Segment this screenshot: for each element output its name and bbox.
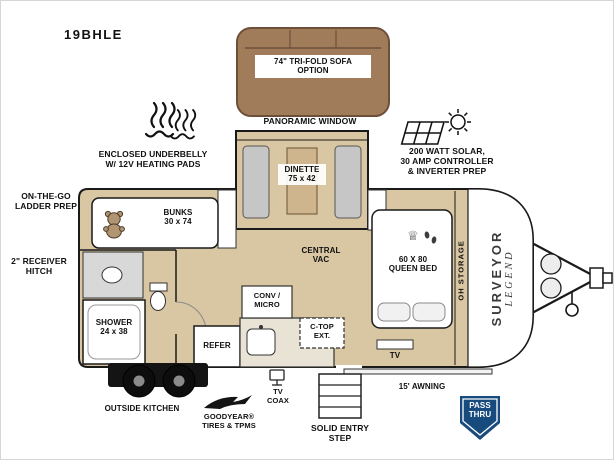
tires-line2: TIRES & TPMS — [202, 420, 256, 430]
solar-line2: 30 AMP CONTROLLER — [400, 156, 494, 167]
tv-coax-line1: TV — [273, 387, 283, 396]
pass-thru-line2: THRU — [468, 410, 492, 420]
outside-kitchen-label: OUTSIDE KITCHEN — [104, 404, 180, 413]
pillow — [412, 302, 446, 322]
entry-step-label: SOLID ENTRY STEP — [310, 423, 370, 443]
countertop-extension — [299, 317, 345, 349]
central-vac-line2: VAC — [312, 255, 330, 265]
propane-tank-icon — [540, 253, 562, 275]
crown-icon: ♕ — [407, 228, 419, 243]
conv-micro-label: CONV / MICRO — [245, 291, 289, 310]
ladder-prep-label: ON-THE-GO LADDER PREP — [10, 191, 82, 211]
solar-line3: & INVERTER PREP — [407, 166, 487, 177]
jack-wheel-icon — [565, 303, 579, 317]
pass-thru-line1: PASS — [469, 401, 491, 410]
queen-bed-line2: QUEEN BED — [388, 264, 438, 274]
front-cap — [467, 188, 534, 368]
receiver-stub — [602, 272, 613, 284]
wheels — [108, 363, 208, 398]
underbelly-label: ENCLOSED UNDERBELLY W/ 12V HEATING PADS — [94, 149, 212, 169]
receiver-hitch-label: 2" RECEIVER HITCH — [6, 256, 72, 276]
sofa-option-line1: 74" TRI-FOLD SOFA — [274, 57, 352, 66]
solar-line1: 200 WATT SOLAR, — [409, 146, 485, 156]
oh-storage-label: OH STORAGE — [456, 240, 466, 301]
central-vac-line1: CENTRAL — [301, 246, 341, 255]
faucet-icon — [259, 325, 263, 329]
heating-pads-icon — [144, 101, 197, 140]
solar-panel-icon — [400, 121, 446, 145]
propane-tank-icon — [540, 277, 562, 299]
model-number: 19BHLE — [64, 27, 123, 42]
toilet-bowl-icon — [150, 291, 166, 311]
bunks-line2: 30 x 74 — [164, 217, 192, 227]
shower-label: SHOWER 24 x 38 — [93, 318, 135, 337]
pass-thru-label: PASS THRU — [461, 401, 499, 420]
queen-bed-label: 60 X 80 QUEEN BED — [385, 255, 441, 274]
queen-bed-line1: 60 X 80 — [398, 255, 428, 264]
receiver-hitch-line1: 2" RECEIVER — [11, 256, 67, 266]
tv-coax-label: TV COAX — [258, 387, 298, 406]
ladder-prep-line2: LADDER PREP — [14, 201, 78, 212]
footprints-icon — [424, 231, 437, 244]
dinette-line2: 75 x 42 — [288, 174, 316, 184]
shower-line1: SHOWER — [95, 318, 133, 327]
pillow — [377, 302, 411, 322]
awning-label: 15' AWNING — [398, 382, 446, 391]
teddy-bear-icon — [103, 210, 125, 239]
sofa-option-label: 74" TRI-FOLD SOFA OPTION — [255, 55, 371, 78]
receiver-hitch-line2: HITCH — [25, 266, 53, 277]
awning-bar — [343, 368, 493, 375]
tires-label: GOODYEAR® TIRES & TPMS — [198, 412, 260, 431]
tv-coax-icon — [269, 369, 285, 386]
conv-micro-line2: MICRO — [254, 299, 280, 309]
tires-line1: GOODYEAR® — [203, 412, 255, 421]
kitchen — [193, 285, 345, 368]
sun-icon — [445, 109, 471, 135]
refer-label: REFER — [203, 341, 231, 350]
hitch-coupler — [589, 267, 604, 289]
entry-step-line1: SOLID ENTRY — [311, 423, 369, 433]
ctop-ext-line2: EXT. — [313, 330, 331, 340]
hitch-assembly — [531, 242, 613, 317]
bunks-line1: BUNKS — [163, 208, 193, 217]
bunk-bed — [91, 197, 219, 249]
brand-name: SURVEYOR — [489, 229, 504, 327]
sofa-option-line2: OPTION — [297, 66, 329, 76]
tv-coax-line2: COAX — [266, 395, 290, 405]
dinette-label: DINETTE 75 x 42 — [278, 164, 326, 185]
kitchen-sink-icon — [246, 328, 276, 356]
bathroom — [79, 249, 207, 367]
wheel-hub — [133, 375, 145, 387]
shower-line2: 24 x 38 — [100, 327, 128, 337]
conv-micro-box — [241, 285, 293, 319]
dinette-bench — [242, 145, 270, 219]
underbelly-line1: ENCLOSED UNDERBELLY — [98, 149, 208, 159]
panoramic-window-label: PANORAMIC WINDOW — [263, 116, 357, 126]
wheel-hub — [173, 375, 185, 387]
goodyear-wingfoot-icon — [204, 395, 252, 409]
dinette-line1: DINETTE — [284, 165, 320, 174]
underbelly-line2: W/ 12V HEATING PADS — [105, 159, 201, 170]
ladder-prep-line1: ON-THE-GO — [21, 191, 71, 201]
tv-cabinet — [376, 339, 414, 350]
entry-step — [318, 373, 362, 419]
dinette-bench — [334, 145, 362, 219]
toilet-tank-icon — [149, 282, 168, 292]
brand-logo: SURVEYOR LEGEND — [485, 203, 519, 353]
refrigerator — [193, 325, 241, 368]
central-vac-label: CENTRAL VAC — [296, 246, 346, 265]
ctop-ext-label: C-TOP EXT. — [307, 322, 337, 341]
brand-series: LEGEND — [504, 249, 515, 307]
bunks-label: BUNKS 30 x 74 — [148, 208, 208, 227]
pass-thru-badge — [460, 396, 500, 440]
entry-step-line2: STEP — [328, 433, 352, 444]
tv-label: TV — [389, 351, 401, 360]
ctop-ext-line1: C-TOP — [310, 322, 334, 331]
bathroom-sink-icon — [101, 266, 123, 284]
solar-label: 200 WATT SOLAR, 30 AMP CONTROLLER & INVE… — [392, 146, 502, 176]
conv-micro-line1: CONV / — [253, 291, 281, 300]
